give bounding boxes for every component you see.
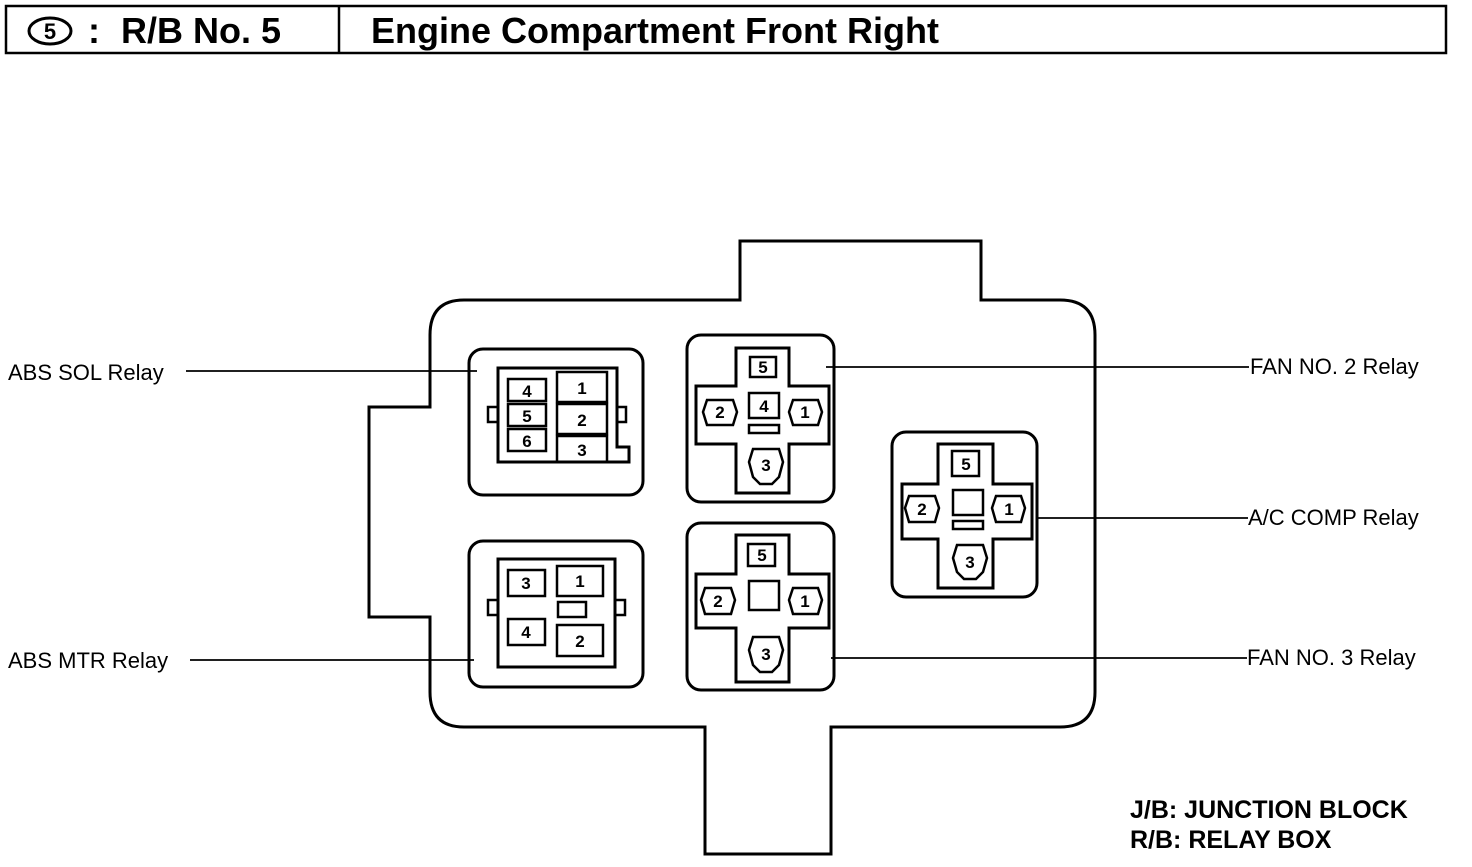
fan-no3-pin-3-label: 3 [761,645,770,664]
ac-comp-pin-3 [951,543,989,581]
fan-no2-relay-socket [685,333,836,504]
label-fan-no2-relay: FAN NO. 2 Relay [1250,354,1419,379]
abs-mtr-pin-3-label: 3 [521,574,530,593]
ac-comp-pin-5 [950,449,981,478]
fan-no3-pin-5-label: 5 [757,546,766,565]
abs-mtr-pin-1-label: 1 [575,572,584,591]
fan-no3-pin-5 [746,542,777,568]
ac-comp-relay-socket [890,430,1039,599]
ac-comp-relay-body [900,442,1034,590]
label-abs-mtr-relay: ABS MTR Relay [8,648,168,673]
fan-no3-pin-2 [699,586,737,616]
fan-no2-relay: 5 2 1 4 3 [685,333,836,504]
fan-no2-pin-3 [747,447,785,486]
header: 5 : R/B No. 5 Engine Compartment Front R… [4,4,1448,55]
legend-relay-box: R/B: RELAY BOX [1130,826,1332,854]
abs-mtr-pin-4 [506,617,547,647]
abs-mtr-relay-socket [467,539,645,689]
abs-sol-pin-2-label: 2 [577,411,586,430]
ac-comp-pin-3-label: 3 [965,553,974,572]
abs-sol-relay-latch-left [486,405,500,424]
abs-sol-relay-latch-right [615,405,628,424]
abs-sol-pin-5 [506,402,548,428]
fan-no3-pin-3 [747,635,785,674]
abs-mtr-pin-4-label: 4 [521,623,531,642]
abs-mtr-relay: 3 1 4 2 [467,539,645,689]
abs-sol-relay: 4 5 6 1 2 3 [467,347,645,497]
fan-no2-pin-2-label: 2 [715,403,724,422]
ac-comp-center-slot-small [951,519,985,531]
label-abs-sol-relay: ABS SOL Relay [8,360,164,385]
abs-sol-pin-3 [555,434,609,464]
abs-sol-pin-6 [506,427,548,453]
ac-comp-center-slot [951,488,985,517]
fan-no3-center-slot [747,579,781,612]
circle-number: 5 [44,19,56,44]
abs-sol-pin-4-label: 4 [522,382,532,401]
abs-mtr-relay-latch-right [613,598,627,617]
abs-sol-relay-socket [467,347,645,497]
fan-no3-pin-1 [787,586,824,616]
fan-no3-relay-body [694,533,831,684]
header-separator: : [88,10,100,51]
fan-no2-pin-4-label: 4 [759,397,769,416]
abs-mtr-pin-2 [555,623,605,658]
abs-mtr-center-slot [556,600,588,619]
abs-mtr-pin-2-label: 2 [575,632,584,651]
abs-mtr-relay-latch-left [486,598,500,617]
fan-no3-relay-socket [685,521,836,692]
fan-no2-relay-body [694,346,831,495]
legend-junction-block: J/B: JUNCTION BLOCK [1130,796,1408,824]
circle-number-badge [27,16,73,46]
abs-sol-pin-4 [506,377,548,403]
page-title: Engine Compartment Front Right [371,10,939,51]
fan-no3-pin-2-label: 2 [713,592,722,611]
fan-no3-relay: 5 2 1 3 [685,521,836,692]
abs-sol-pin-3-label: 3 [577,441,586,460]
leader-lines [186,366,1249,661]
header-frame [4,4,1448,55]
fan-no2-pin-1 [787,398,824,427]
ac-comp-relay: 5 2 1 3 [890,430,1039,599]
label-fan-no3-relay: FAN NO. 3 Relay [1247,645,1416,670]
fan-no2-pin-5-label: 5 [758,358,767,377]
relay-box-id: R/B No. 5 [121,10,281,51]
ac-comp-pin-2-label: 2 [917,500,926,519]
ac-comp-pin-2 [903,494,941,524]
ac-comp-pin-1 [990,494,1027,524]
abs-sol-relay-body [496,366,631,464]
ac-comp-pin-5-label: 5 [961,455,970,474]
fan-no2-pin-4 [747,391,781,420]
abs-sol-pin-1-label: 1 [577,379,586,398]
fan-no2-pin-5 [748,355,778,379]
ac-comp-pin-1-label: 1 [1004,500,1013,519]
abs-mtr-pin-1 [555,564,605,598]
label-ac-comp-relay: A/C COMP Relay [1248,505,1419,530]
fan-no2-center-slot [747,423,781,435]
abs-sol-pin-6-label: 6 [522,432,531,451]
relay-box-outline [367,239,1097,856]
abs-sol-pin-5-label: 5 [522,407,531,426]
abs-sol-pin-1 [555,370,609,404]
fan-no2-pin-3-label: 3 [761,456,770,475]
abs-sol-pin-2 [555,402,609,436]
fan-no2-pin-1-label: 1 [800,403,809,422]
abs-mtr-pin-3 [506,568,547,598]
fan-no2-pin-2 [701,398,739,427]
fan-no3-pin-1-label: 1 [800,592,809,611]
